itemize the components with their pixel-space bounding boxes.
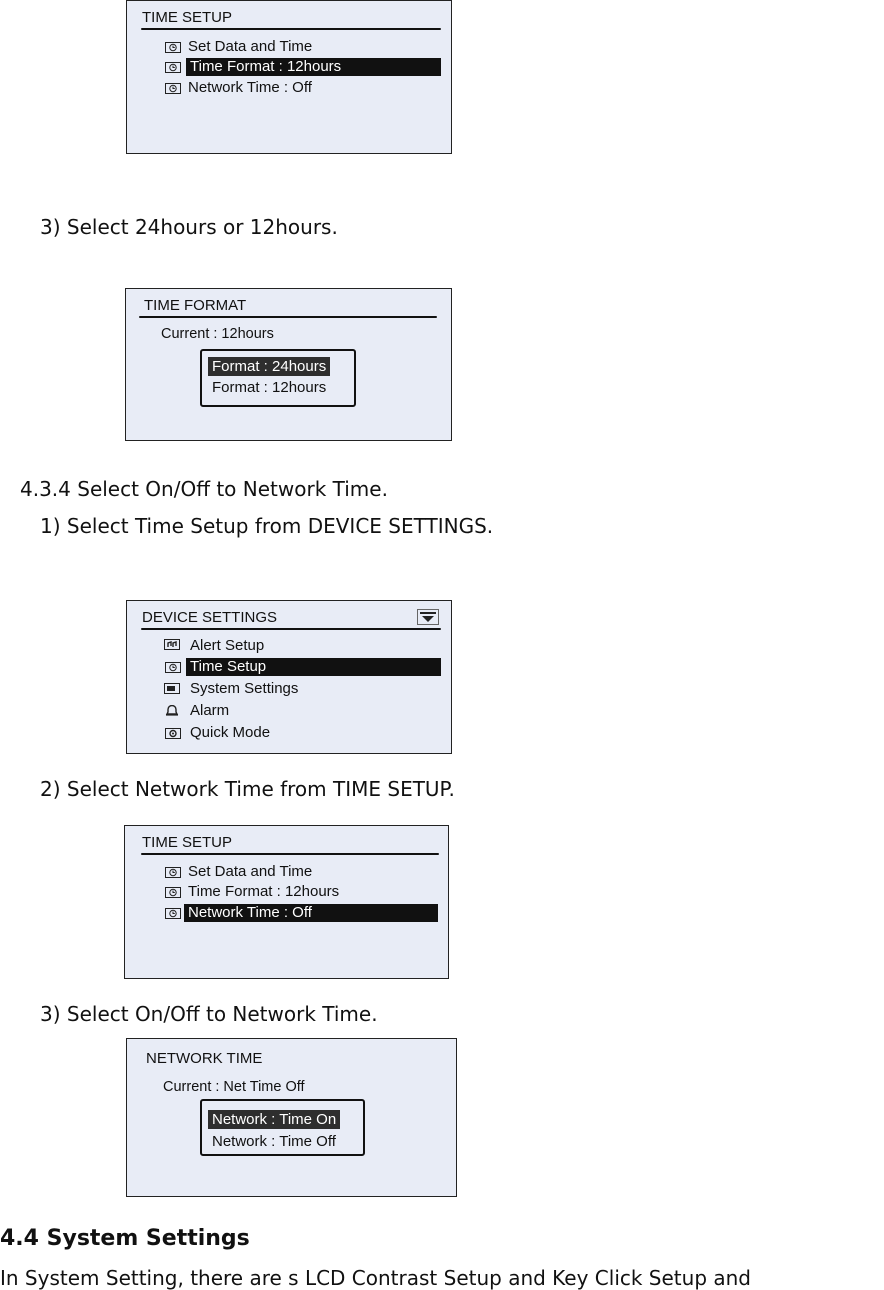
menu-item-network-time[interactable]: Network Time : Off bbox=[163, 78, 441, 98]
section-434-heading: 4.3.4 Select On/Off to Network Time. bbox=[20, 477, 388, 501]
current-value: Current : Net Time Off bbox=[163, 1079, 305, 1095]
step-select-onoff: 3) Select On/Off to Network Time. bbox=[40, 1002, 378, 1026]
device-settings-screen: DEVICE SETTINGS Alert Setup Time Setup S… bbox=[126, 600, 452, 754]
menu-item-time-format[interactable]: Time Format : 12hours bbox=[163, 882, 438, 902]
menu-item-network-time[interactable]: Network Time : Off bbox=[163, 903, 438, 923]
clock-icon bbox=[165, 867, 181, 878]
title-divider bbox=[141, 853, 439, 855]
menu-item-time-format[interactable]: Time Format : 12hours bbox=[163, 57, 441, 77]
screen-title: DEVICE SETTINGS bbox=[142, 609, 278, 626]
menu-item-alert-setup[interactable]: Alert Setup bbox=[163, 636, 441, 656]
step-select-format: 3) Select 24hours or 12hours. bbox=[40, 215, 338, 239]
menu-item-system-settings[interactable]: System Settings bbox=[163, 679, 441, 699]
time-setup-screen: TIME SETUP Set Data and Time Time Format… bbox=[124, 825, 449, 979]
screen-title: TIME FORMAT bbox=[144, 297, 247, 314]
title-divider bbox=[141, 628, 441, 630]
menu-item-quick-mode[interactable]: Quick Mode bbox=[163, 723, 441, 743]
network-options-popup: Network : Time On Network : Time Off bbox=[200, 1099, 365, 1156]
menu-item-time-setup[interactable]: Time Setup bbox=[163, 657, 441, 677]
monitor-icon bbox=[164, 683, 180, 694]
title-divider bbox=[141, 28, 441, 30]
format-options-popup: Format : 24hours Format : 12hours bbox=[200, 349, 356, 407]
menu-item-label: Time Format : 12hours bbox=[188, 883, 340, 900]
clock-icon bbox=[165, 887, 181, 898]
option-24hours[interactable]: Format : 24hours bbox=[208, 357, 331, 376]
menu-item-label: System Settings bbox=[190, 680, 299, 697]
menu-item-label: Set Data and Time bbox=[188, 863, 313, 880]
bell-icon bbox=[165, 705, 179, 716]
title-divider bbox=[139, 316, 437, 318]
screen-title: NETWORK TIME bbox=[146, 1050, 263, 1067]
clock-icon bbox=[165, 62, 181, 73]
menu-item-set-date-time[interactable]: Set Data and Time bbox=[163, 37, 441, 57]
clock-icon bbox=[165, 42, 181, 53]
option-time-off[interactable]: Network : Time Off bbox=[212, 1133, 336, 1150]
clock-icon bbox=[165, 662, 181, 673]
clock-icon bbox=[165, 908, 181, 919]
menu-item-label: Quick Mode bbox=[190, 724, 271, 741]
scroll-down-icon[interactable] bbox=[417, 609, 439, 625]
menu-item-label: Time Format : 12hours bbox=[186, 58, 441, 76]
quick-mode-icon bbox=[165, 728, 181, 739]
network-time-screen: NETWORK TIME Current : Net Time Off Netw… bbox=[126, 1038, 457, 1197]
menu-item-label: Network Time : Off bbox=[188, 79, 312, 96]
section-44-intro: In System Setting, there are s LCD Contr… bbox=[0, 1266, 752, 1290]
menu-item-label: Alarm bbox=[190, 702, 230, 719]
time-setup-screen: TIME SETUP Set Data and Time Time Format… bbox=[126, 0, 452, 154]
screen-title: TIME SETUP bbox=[142, 834, 233, 851]
step-select-network-time: 2) Select Network Time from TIME SETUP. bbox=[40, 777, 455, 801]
option-12hours[interactable]: Format : 12hours bbox=[212, 379, 327, 396]
menu-item-set-date-time[interactable]: Set Data and Time bbox=[163, 862, 438, 882]
time-format-screen: TIME FORMAT Current : 12hours Format : 2… bbox=[125, 288, 452, 441]
option-time-on[interactable]: Network : Time On bbox=[208, 1110, 341, 1129]
menu-item-label: Network Time : Off bbox=[184, 904, 438, 922]
menu-item-alarm[interactable]: Alarm bbox=[163, 701, 441, 721]
current-value: Current : 12hours bbox=[161, 326, 274, 342]
step-select-time-setup: 1) Select Time Setup from DEVICE SETTING… bbox=[40, 514, 494, 538]
clock-icon bbox=[165, 83, 181, 94]
alert-icon bbox=[164, 639, 180, 650]
screen-title: TIME SETUP bbox=[142, 9, 233, 26]
menu-item-label: Alert Setup bbox=[190, 637, 265, 654]
menu-item-label: Time Setup bbox=[186, 658, 441, 676]
menu-item-label: Set Data and Time bbox=[188, 38, 313, 55]
section-44-heading: 4.4 System Settings bbox=[0, 1226, 250, 1251]
